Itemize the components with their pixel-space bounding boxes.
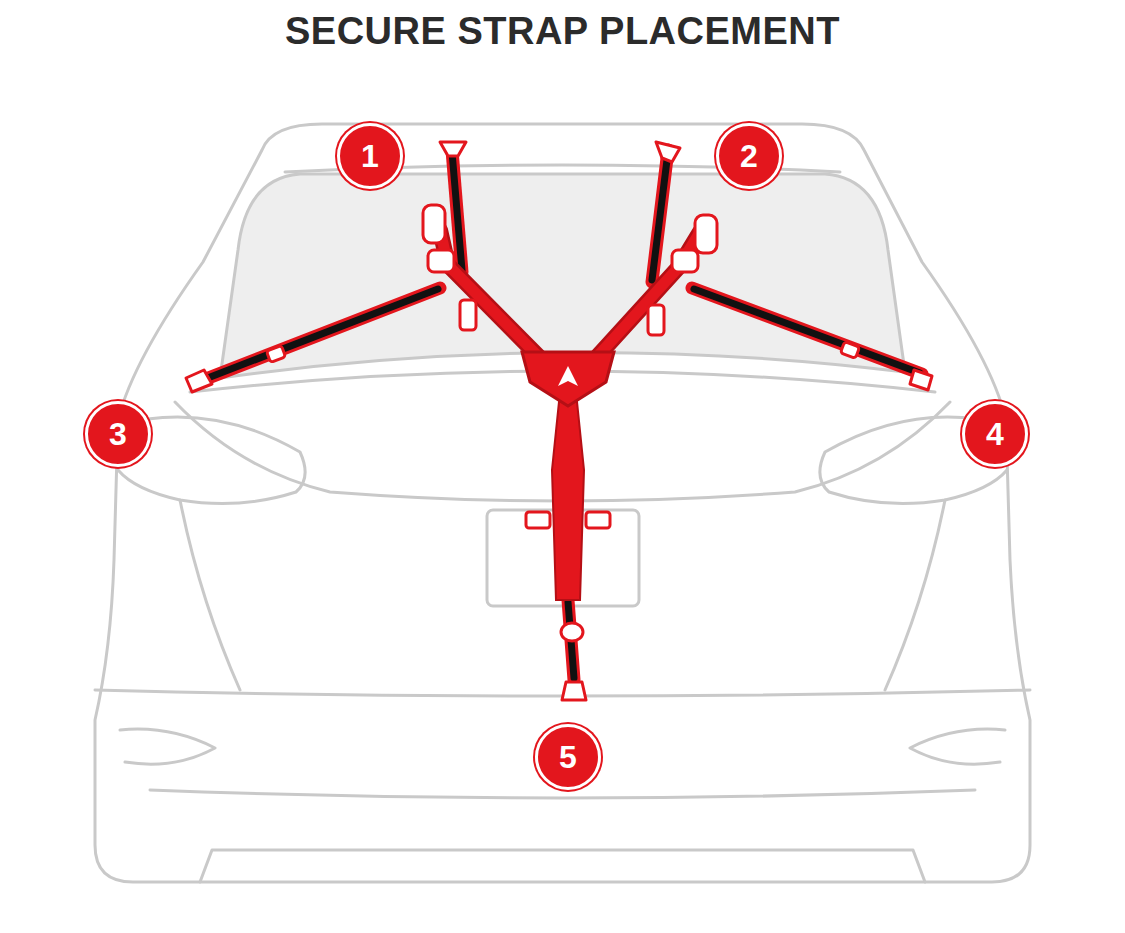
callout-circle: 4: [962, 401, 1028, 467]
callout-circle: 3: [85, 401, 151, 467]
callout-number: 4: [986, 418, 1004, 450]
callout-number: 1: [361, 140, 379, 172]
callout-circle: 2: [716, 123, 782, 189]
diagram-title: SECURE STRAP PLACEMENT: [0, 10, 1125, 53]
title-text: SECURE STRAP PLACEMENT: [285, 10, 840, 52]
callout-number: 2: [740, 140, 758, 172]
callout-number: 5: [559, 741, 577, 773]
callout-number: 3: [109, 418, 127, 450]
callout-circle: 1: [337, 123, 403, 189]
callout-circle: 5: [535, 724, 601, 790]
